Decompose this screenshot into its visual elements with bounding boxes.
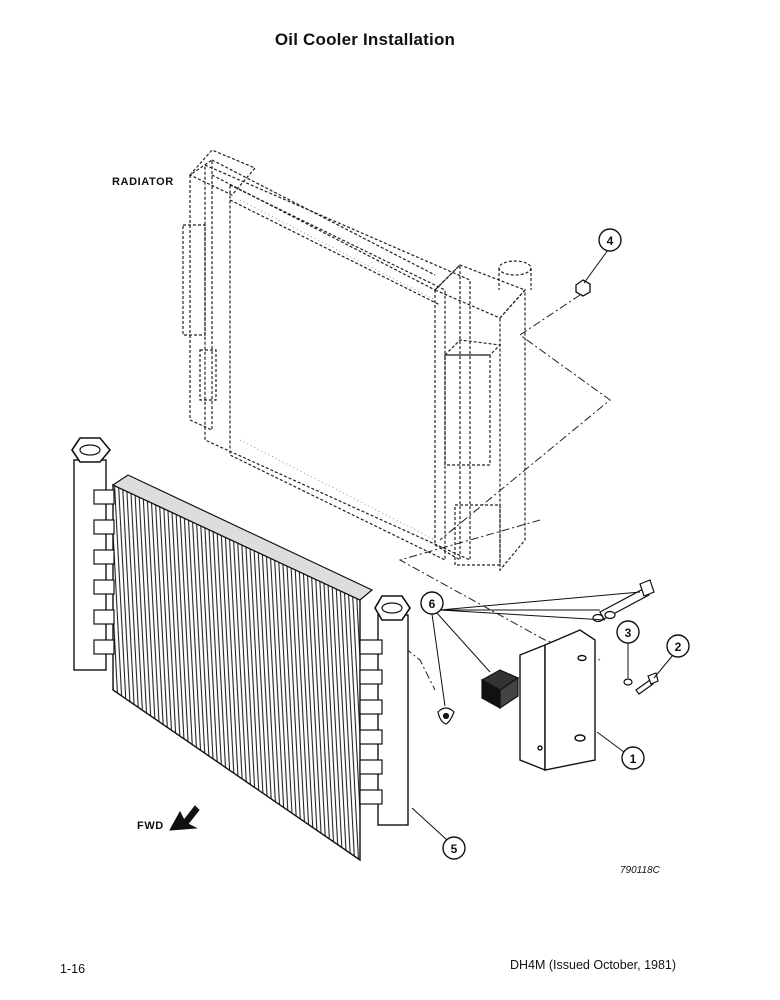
fwd-label: FWD xyxy=(137,820,164,832)
document-reference: DH4M (Issued October, 1981) xyxy=(510,958,677,972)
svg-text:5: 5 xyxy=(451,842,458,856)
oil-cooler xyxy=(71,437,411,862)
bracket xyxy=(519,629,596,772)
radiator-outline xyxy=(182,149,532,572)
long-bolt xyxy=(592,579,655,623)
callout-1: 1 xyxy=(621,746,645,770)
callout-5: 5 xyxy=(442,836,466,860)
callout-6: 6 xyxy=(420,591,444,615)
radiator-label: RADIATOR xyxy=(112,176,174,188)
svg-text:2: 2 xyxy=(675,640,682,654)
callout-2: 2 xyxy=(666,634,690,658)
leader-lines xyxy=(411,249,674,841)
figure-code: 790118C xyxy=(620,865,660,876)
rubber-isolator xyxy=(480,669,520,710)
svg-text:4: 4 xyxy=(607,234,614,248)
svg-text:3: 3 xyxy=(625,626,632,640)
forward-arrow-icon xyxy=(169,805,200,831)
washer-and-bolt xyxy=(623,672,659,695)
clip xyxy=(437,707,455,725)
radiator-core xyxy=(239,199,436,541)
nut xyxy=(575,279,591,297)
page-title: Oil Cooler Installation xyxy=(274,30,456,49)
callout-3: 3 xyxy=(616,620,640,644)
callout-4: 4 xyxy=(598,228,622,252)
callout-balloons: 4 6 3 2 1 5 xyxy=(420,228,690,860)
svg-text:1: 1 xyxy=(630,752,637,766)
svg-text:6: 6 xyxy=(429,597,436,611)
page-number: 1-16 xyxy=(60,962,86,976)
